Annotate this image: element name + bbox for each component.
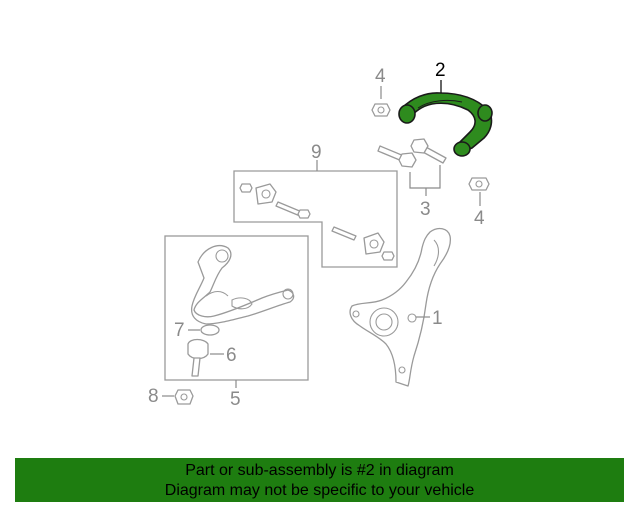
nut-part-4-lower[interactable] [468, 177, 490, 191]
knuckle-arm-line [433, 239, 440, 267]
knuckle-mount-hole [407, 313, 417, 323]
steering-knuckle-part-1[interactable] [349, 227, 452, 387]
knuckle-lower-hole [398, 366, 406, 374]
callout-7[interactable]: 7 [174, 320, 185, 341]
lower-arm-rib [205, 290, 229, 297]
bolt-3-right-head [410, 138, 429, 154]
kit-9-cam-hole [261, 189, 271, 199]
nut-8-shape [174, 389, 194, 405]
knuckle-hub-inner [375, 313, 393, 331]
lower-arm-pocket [231, 297, 253, 310]
info-banner: Part or sub-assembly is #2 in diagram Di… [15, 458, 624, 502]
frame-part-9 [233, 170, 398, 268]
nut-4-upper-shape [371, 103, 391, 117]
upper-control-arm-part-2[interactable] [398, 92, 493, 157]
nut-4-lower-hole [475, 180, 483, 188]
kit-9-nut-small [239, 183, 253, 193]
bolt-3-left-head [398, 152, 417, 168]
bolt-part-3-right[interactable] [410, 138, 447, 164]
kit-9-nut-lower [381, 251, 395, 261]
knuckle-hub-bore [369, 307, 399, 337]
nut-4-upper-hole [377, 106, 385, 114]
callout-9[interactable]: 9 [311, 142, 322, 163]
callout-4-lower[interactable]: 4 [474, 208, 485, 229]
callout-3[interactable]: 3 [420, 199, 431, 220]
callout-4-upper[interactable]: 4 [375, 66, 386, 87]
kit-9-bolt-nut [297, 209, 311, 219]
leader-3 [409, 165, 441, 189]
ball-joint-body [187, 338, 209, 360]
upper-arm-ball-joint [453, 141, 471, 157]
upper-arm-rear-bushing [477, 104, 493, 122]
callout-2[interactable]: 2 [435, 60, 446, 81]
upper-arm-inner-rib [417, 99, 463, 109]
kit-9-cam-lower-hole [369, 239, 379, 249]
lower-arm-body [190, 245, 295, 325]
kit-9-bolt-lower [331, 226, 357, 241]
callout-6[interactable]: 6 [226, 345, 237, 366]
snap-ring-part-7[interactable] [200, 324, 220, 336]
nut-4-lower-shape [468, 177, 490, 191]
kit-9-cam-washer [255, 183, 277, 205]
banner-line-1: Part or sub-assembly is #2 in diagram [185, 462, 454, 479]
banner-line-2: Diagram may not be specific to your vehi… [164, 482, 475, 499]
lower-control-arm[interactable] [190, 245, 295, 325]
nut-part-4-upper[interactable] [371, 103, 391, 117]
ball-joint-stud [191, 357, 201, 377]
knuckle-body [349, 227, 452, 387]
callout-5[interactable]: 5 [230, 389, 241, 410]
callout-8[interactable]: 8 [148, 386, 159, 407]
kit-9-contents[interactable] [239, 183, 395, 261]
callout-1[interactable]: 1 [432, 308, 443, 329]
nut-8-hole [180, 393, 188, 401]
nut-part-8[interactable] [174, 389, 194, 405]
kit-9-cam-lower [363, 232, 385, 255]
lower-arm-front-bushing [215, 249, 229, 263]
knuckle-left-hole [352, 310, 360, 318]
ball-joint-part-6[interactable] [187, 338, 209, 377]
lower-arm-rear-bushing [282, 288, 294, 300]
bolt-part-3-left[interactable] [377, 145, 417, 168]
upper-arm-front-bushing [398, 104, 416, 124]
